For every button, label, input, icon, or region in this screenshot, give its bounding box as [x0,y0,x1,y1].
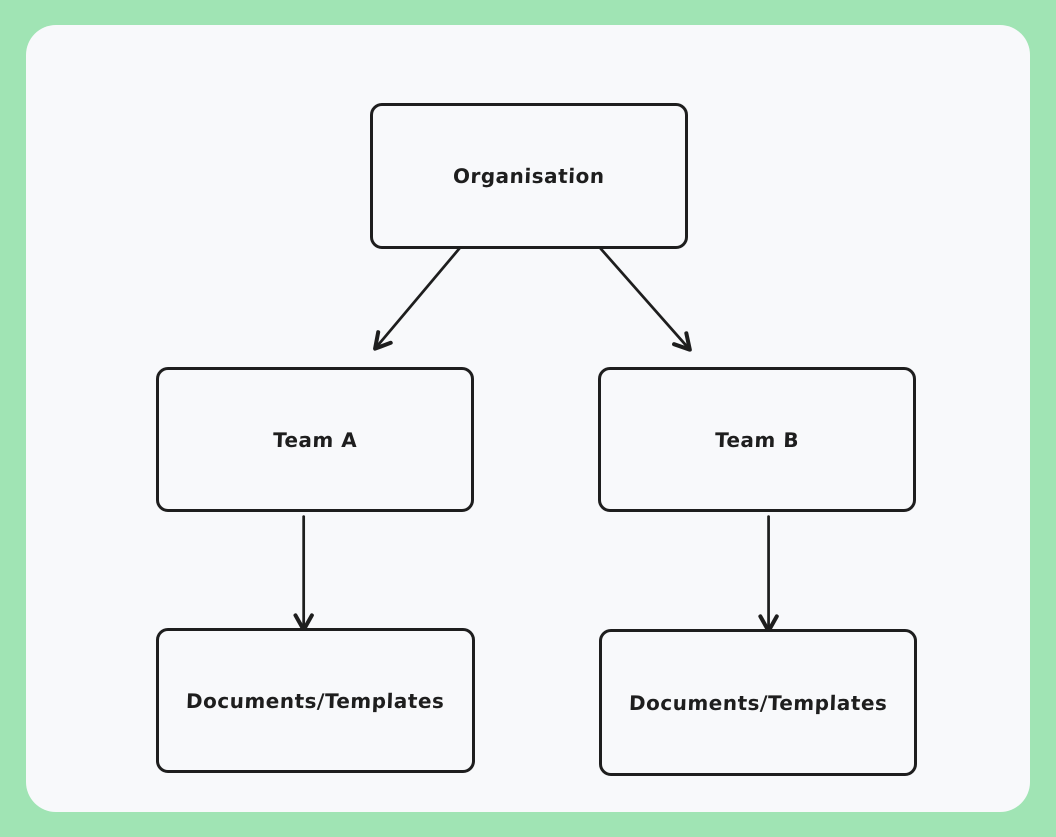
edge-organisation-team-b [592,239,692,352]
node-documents-templates-a: Documents/Templates [156,628,475,773]
node-label: Team B [714,427,800,452]
node-team-b: Team B [598,367,916,512]
node-label: Team A [272,427,358,452]
node-team-a: Team A [156,367,474,512]
edge-organisation-team-a [373,239,468,351]
node-label: Organisation [452,164,606,188]
node-label: Documents/Templates [628,690,888,715]
diagram-canvas: Organisation Team A Team B Documents/Tem… [26,25,1030,812]
node-documents-templates-b: Documents/Templates [599,629,917,776]
node-label: Documents/Templates [185,688,446,713]
node-organisation: Organisation [370,103,688,249]
